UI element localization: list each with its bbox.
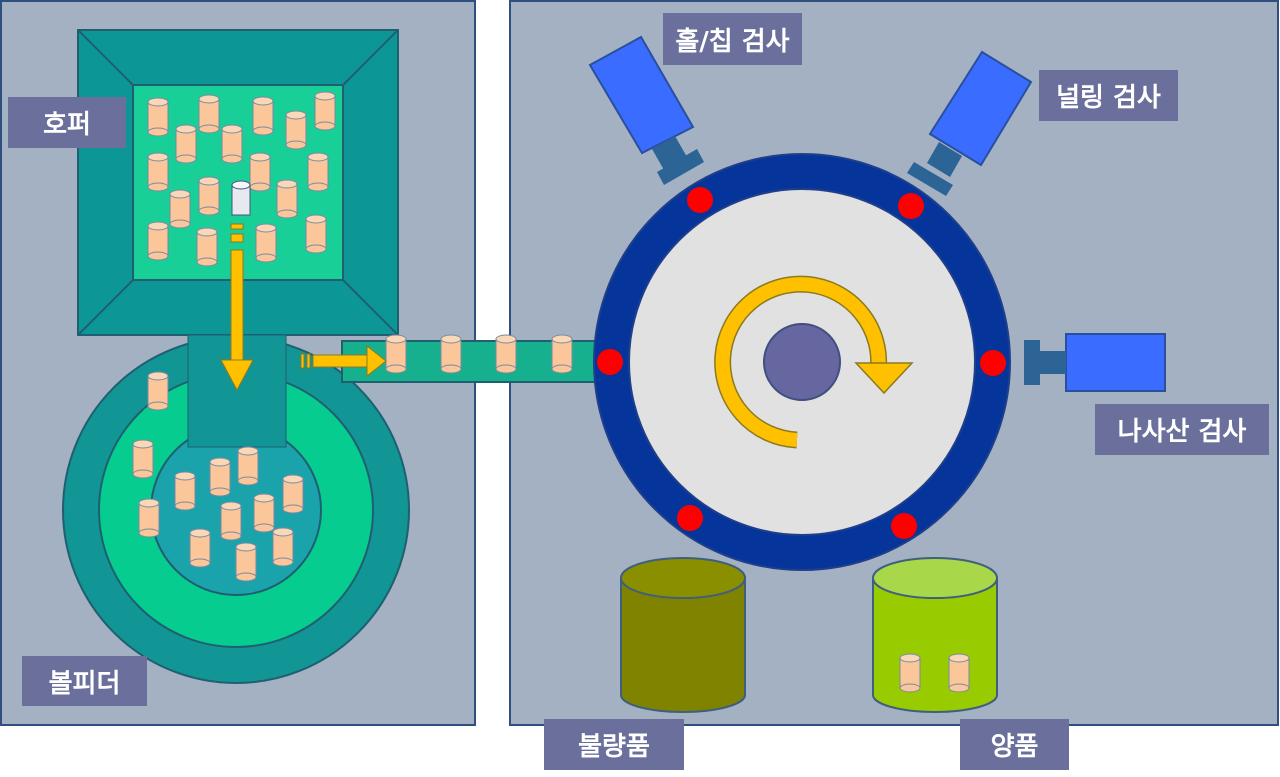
defective-bin — [620, 557, 746, 713]
conveyor-arrow — [300, 344, 387, 378]
knurling-camera-icon — [907, 50, 1033, 196]
good-bin — [872, 557, 998, 713]
falling-part — [231, 180, 251, 216]
hopper-parts — [147, 91, 336, 267]
bowl-feeder-label: 볼피더 — [22, 656, 147, 706]
hole-chip-inspection-label: 홀/칩 검사 — [663, 13, 802, 65]
dial-hub — [763, 323, 841, 401]
good-label: 양품 — [960, 719, 1069, 770]
knurling-inspection-label: 널링 검사 — [1039, 70, 1178, 121]
hopper-label: 호퍼 — [8, 97, 126, 148]
hole-chip-camera-icon — [588, 35, 704, 185]
hopper-to-bowl-arrow — [220, 223, 254, 392]
sensor-dots — [597, 187, 1006, 539]
thread-camera-icon — [1024, 333, 1166, 392]
clockwise-rotation-arrow-icon — [714, 275, 914, 449]
thread-inspection-label: 나사산 검사 — [1095, 404, 1269, 455]
index-dial — [593, 153, 1011, 571]
defective-label: 불량품 — [544, 719, 684, 770]
